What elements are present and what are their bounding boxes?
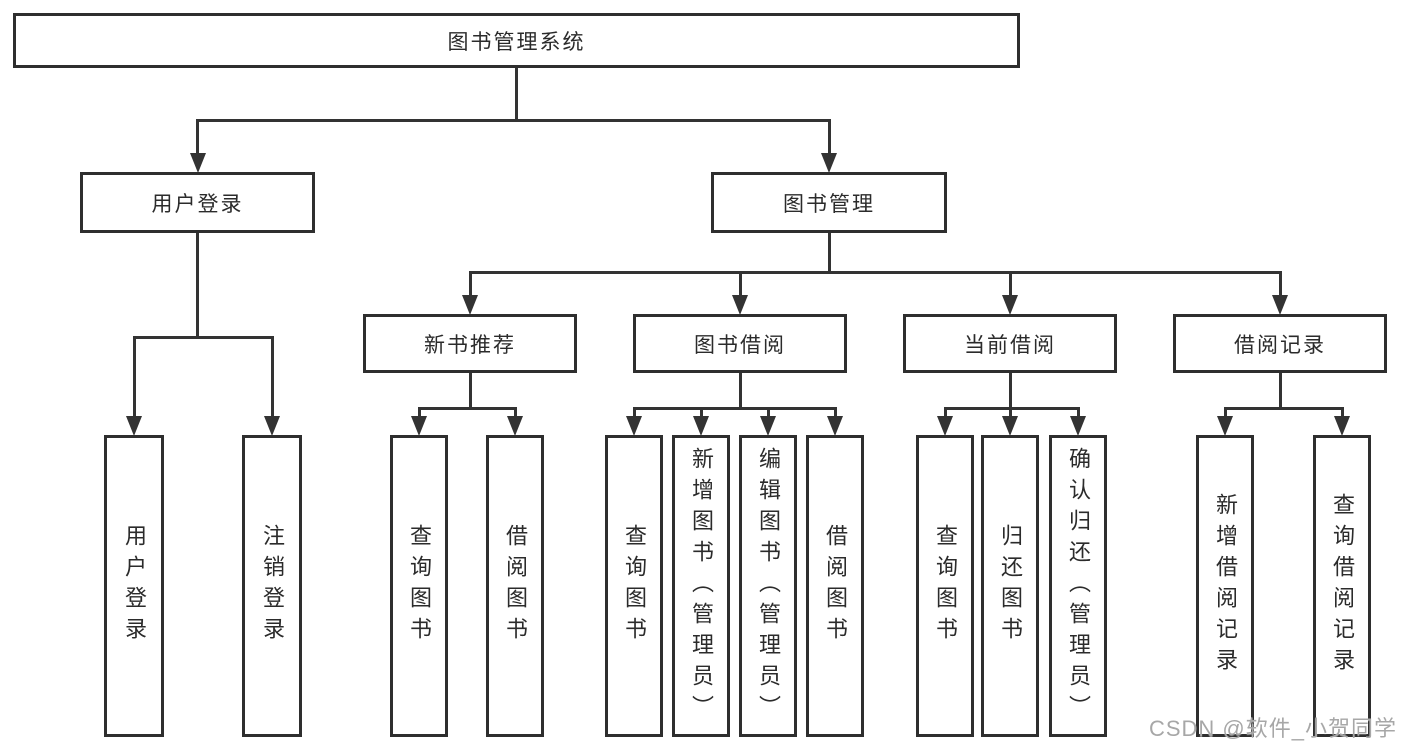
arrow-down-icon	[937, 416, 953, 436]
arrow-down-icon	[1070, 416, 1086, 436]
node-label-leaf-return-book: 归还图书	[998, 524, 1023, 648]
node-leaf-query-book-cur: 查询图书	[916, 435, 974, 737]
connector-vertical-line	[1223, 408, 1227, 419]
node-leaf-confirm-return: 确认归还（管理员）	[1049, 435, 1107, 737]
node-label-current-borrow: 当前借阅	[964, 333, 1056, 357]
node-label-leaf-query-book-rec: 查询图书	[407, 524, 432, 648]
node-label-borrow-record: 借阅记录	[1234, 333, 1326, 357]
connector-vertical-line	[1008, 272, 1012, 298]
connector-vertical-line	[1278, 373, 1282, 408]
node-new-book-rec: 新书推荐	[363, 314, 577, 373]
connector-vertical-line	[417, 408, 421, 419]
arrow-down-icon	[462, 295, 478, 315]
arrow-down-icon	[1217, 416, 1233, 436]
arrow-down-icon	[827, 416, 843, 436]
node-label-leaf-query-book-borrow: 查询图书	[622, 524, 647, 648]
node-leaf-add-borrow-rec: 新增借阅记录	[1196, 435, 1254, 737]
node-root: 图书管理系统	[13, 13, 1020, 68]
connector-vertical-line	[738, 373, 742, 408]
node-leaf-add-book: 新增图书（管理员）	[672, 435, 730, 737]
node-current-borrow: 当前借阅	[903, 314, 1117, 373]
arrow-down-icon	[411, 416, 427, 436]
node-leaf-return-book: 归还图书	[981, 435, 1039, 737]
node-borrow-record: 借阅记录	[1173, 314, 1387, 373]
node-label-leaf-add-book: 新增图书（管理员）	[689, 446, 714, 726]
node-label-user-login: 用户登录	[151, 192, 244, 216]
arrow-down-icon	[1272, 295, 1288, 315]
node-user-login: 用户登录	[80, 172, 315, 233]
arrow-down-icon	[821, 153, 837, 173]
node-leaf-query-book-rec: 查询图书	[390, 435, 448, 737]
node-label-leaf-query-book-cur: 查询图书	[933, 524, 958, 648]
arrow-down-icon	[126, 416, 142, 436]
node-label-leaf-logout: 注销登录	[260, 524, 285, 648]
node-label-leaf-confirm-return: 确认归还（管理员）	[1066, 446, 1091, 726]
connector-vertical-line	[196, 120, 199, 156]
connector-vertical-line	[1278, 272, 1282, 298]
node-leaf-borrow-book-rec: 借阅图书	[486, 435, 544, 737]
node-book-mgmt: 图书管理	[711, 172, 947, 233]
connector-vertical-line	[827, 233, 831, 272]
node-label-leaf-edit-book: 编辑图书（管理员）	[756, 446, 781, 726]
connector-vertical-line	[738, 272, 742, 298]
connector-vertical-line	[196, 233, 199, 337]
connector-vertical-line	[766, 408, 770, 419]
connector-horizontal-line	[632, 406, 837, 410]
arrow-down-icon	[732, 295, 748, 315]
connector-vertical-line	[943, 408, 947, 419]
node-leaf-query-book-borrow: 查询图书	[605, 435, 663, 737]
node-label-leaf-borrow-book-rec: 借阅图书	[503, 524, 528, 648]
arrow-down-icon	[507, 416, 523, 436]
node-label-book-borrow: 图书借阅	[694, 333, 786, 357]
connector-vertical-line	[468, 373, 472, 408]
arrow-down-icon	[626, 416, 642, 436]
connector-vertical-line	[1340, 408, 1344, 419]
node-leaf-user-login: 用户登录	[104, 435, 164, 737]
node-label-leaf-add-borrow-rec: 新增借阅记录	[1213, 493, 1238, 679]
node-leaf-edit-book: 编辑图书（管理员）	[739, 435, 797, 737]
node-book-borrow: 图书借阅	[633, 314, 847, 373]
arrow-down-icon	[264, 416, 280, 436]
connector-vertical-line	[513, 408, 517, 419]
connector-vertical-line	[1008, 373, 1012, 408]
connector-vertical-line	[827, 120, 831, 156]
node-label-leaf-query-borrow-rec: 查询借阅记录	[1330, 493, 1355, 679]
node-leaf-logout: 注销登录	[242, 435, 302, 737]
node-label-leaf-borrow-book-2: 借阅图书	[823, 524, 848, 648]
node-label-root: 图书管理系统	[447, 30, 586, 54]
csdn-watermark: CSDN @软件_小贺同学	[1148, 716, 1397, 741]
connector-vertical-line	[270, 337, 274, 419]
connector-horizontal-line	[468, 270, 1282, 274]
arrow-down-icon	[1334, 416, 1350, 436]
connector-horizontal-line	[417, 406, 517, 410]
arrow-down-icon	[760, 416, 776, 436]
connector-vertical-line	[833, 408, 837, 419]
connector-vertical-line	[1008, 408, 1012, 419]
connector-vertical-line	[468, 272, 472, 298]
connector-vertical-line	[515, 68, 518, 120]
arrow-down-icon	[693, 416, 709, 436]
arrow-down-icon	[1002, 416, 1018, 436]
node-label-new-book-rec: 新书推荐	[424, 333, 516, 357]
node-label-leaf-user-login: 用户登录	[122, 524, 147, 648]
node-leaf-borrow-book-2: 借阅图书	[806, 435, 864, 737]
connector-horizontal-line	[1223, 406, 1344, 410]
connector-vertical-line	[132, 337, 136, 419]
connector-vertical-line	[699, 408, 703, 419]
node-label-book-mgmt: 图书管理	[783, 192, 875, 216]
connector-horizontal-line	[943, 406, 1080, 410]
arrow-down-icon	[189, 153, 206, 173]
node-leaf-query-borrow-rec: 查询借阅记录	[1313, 435, 1371, 737]
connector-vertical-line	[1076, 408, 1080, 419]
connector-horizontal-line	[196, 118, 831, 122]
connector-horizontal-line	[132, 335, 274, 339]
connector-vertical-line	[632, 408, 636, 419]
arrow-down-icon	[1002, 295, 1018, 315]
